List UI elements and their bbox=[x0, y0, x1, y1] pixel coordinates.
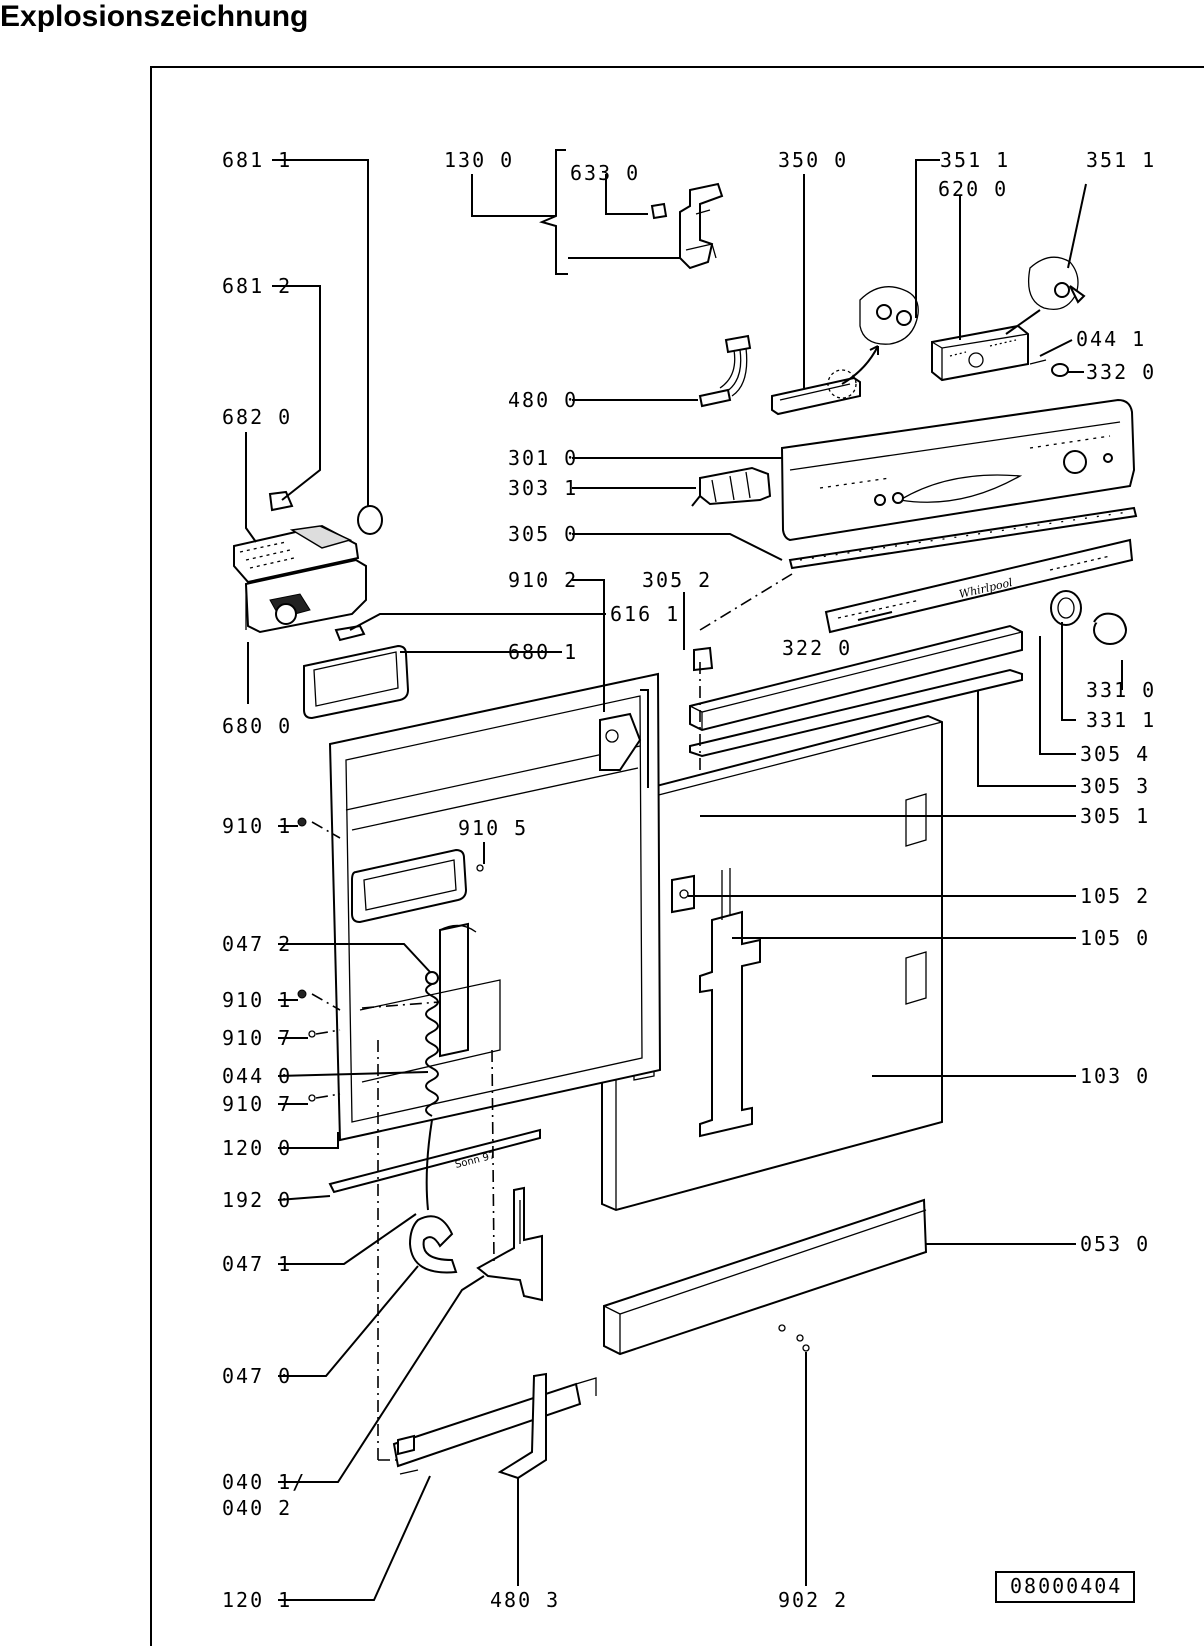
screw-910-1-b bbox=[297, 989, 307, 999]
bar-305-4 bbox=[689, 624, 1023, 732]
callout-910-7-b: 910 7 bbox=[222, 1092, 292, 1116]
drawing-frame bbox=[150, 66, 1204, 1646]
leader-lines bbox=[245, 149, 1123, 1601]
hinge-bracket-040 bbox=[476, 1186, 543, 1302]
bar-305-3 bbox=[689, 668, 1023, 758]
callout-105-2: 105 2 bbox=[1080, 884, 1150, 908]
callout-910-1-b: 910 1 bbox=[222, 988, 292, 1012]
switch-assembly-633-0 bbox=[650, 182, 724, 270]
callout-910-2: 910 2 bbox=[508, 568, 578, 592]
drawing-number: 08000404 bbox=[1010, 1574, 1122, 1598]
callout-480-3: 480 3 bbox=[490, 1588, 560, 1612]
callout-044-0: 044 0 bbox=[222, 1064, 292, 1088]
callout-620-0: 620 0 bbox=[938, 177, 1008, 201]
callout-120-1: 120 1 bbox=[222, 1588, 292, 1612]
callout-305-1: 305 1 bbox=[1080, 804, 1150, 828]
callout-305-0: 305 0 bbox=[508, 522, 578, 546]
harness-480-0 bbox=[698, 334, 752, 408]
callout-680-0: 680 0 bbox=[222, 714, 292, 738]
lower-panel-120-1 bbox=[392, 1377, 597, 1475]
screw-902-2 bbox=[796, 1334, 810, 1352]
callout-047-0: 047 0 bbox=[222, 1364, 292, 1388]
screw-910-1-a bbox=[297, 817, 307, 827]
board-350-0 bbox=[771, 345, 879, 416]
spring-044-0 bbox=[425, 971, 439, 1211]
callout-681-1: 681 1 bbox=[222, 148, 292, 172]
shaft-detail-351-1-a bbox=[859, 286, 919, 345]
callout-332-0: 332 0 bbox=[1086, 360, 1156, 384]
callout-040-2: 040 2 bbox=[222, 1496, 292, 1520]
callout-680-1: 680 1 bbox=[508, 640, 578, 664]
page-title: Explosionszeichnung bbox=[0, 0, 309, 33]
callout-192-0: 192 0 bbox=[222, 1188, 292, 1212]
shaft-detail-351-1-b bbox=[1027, 256, 1086, 311]
callout-902-2: 902 2 bbox=[778, 1588, 848, 1612]
assembly-line bbox=[361, 1001, 441, 1009]
callout-331-1: 331 1 bbox=[1086, 708, 1156, 732]
callout-681-2: 681 2 bbox=[222, 274, 292, 298]
assembly-line bbox=[699, 573, 793, 631]
callout-120-0: 120 0 bbox=[222, 1136, 292, 1160]
callout-301-0: 301 0 bbox=[508, 446, 578, 470]
shaft-arrow bbox=[1005, 309, 1041, 335]
callout-633-0: 633 0 bbox=[570, 161, 640, 185]
kick-plate-053-0 bbox=[603, 1198, 928, 1356]
callout-305-4: 305 4 bbox=[1080, 742, 1150, 766]
callout-103-0: 103 0 bbox=[1080, 1064, 1150, 1088]
callout-910-7-a: 910 7 bbox=[222, 1026, 292, 1050]
plate-616-1 bbox=[334, 624, 366, 642]
callout-053-0: 053 0 bbox=[1080, 1232, 1150, 1256]
callout-910-5: 910 5 bbox=[458, 816, 528, 840]
callout-350-0: 350 0 bbox=[778, 148, 848, 172]
callout-130-0: 130 0 bbox=[444, 148, 514, 172]
callout-322-0: 322 0 bbox=[782, 636, 852, 660]
callout-910-1-a: 910 1 bbox=[222, 814, 292, 838]
callout-047-1: 047 1 bbox=[222, 1252, 292, 1276]
callout-351-1-right: 351 1 bbox=[1086, 148, 1156, 172]
screw-910-7-b bbox=[308, 1094, 316, 1102]
handle-303-1 bbox=[691, 466, 772, 507]
callout-105-0: 105 0 bbox=[1080, 926, 1150, 950]
callout-040-1: 040 1/ bbox=[222, 1470, 306, 1494]
callout-303-1: 303 1 bbox=[508, 476, 578, 500]
callout-351-1-left: 351 1 bbox=[940, 148, 1010, 172]
callout-616-1: 616 1 bbox=[610, 602, 680, 626]
screw-910-5 bbox=[476, 864, 484, 872]
gasket-680-1 bbox=[303, 644, 410, 720]
knob-331-0 bbox=[1093, 612, 1127, 645]
drawing-number-box bbox=[995, 1571, 1135, 1603]
callout-305-2: 305 2 bbox=[642, 568, 712, 592]
callout-480-0: 480 0 bbox=[508, 388, 578, 412]
callout-331-0: 331 0 bbox=[1086, 678, 1156, 702]
rail-192-0 bbox=[328, 1128, 541, 1194]
knob-331-1 bbox=[1050, 590, 1082, 626]
inner-door-120-0 bbox=[328, 672, 662, 1142]
door-panel-103-0 bbox=[601, 714, 943, 1212]
pulley-047-0 bbox=[408, 1215, 458, 1274]
dispenser-module-682-0 bbox=[233, 524, 367, 634]
screw-910-7-a bbox=[308, 1030, 316, 1038]
callout-047-2: 047 2 bbox=[222, 932, 292, 956]
assembly-line bbox=[491, 1049, 495, 1265]
control-panel-fascia bbox=[780, 398, 1136, 542]
spring-044-1 bbox=[1029, 359, 1069, 377]
cap-681-1 bbox=[357, 505, 383, 535]
callout-044-1: 044 1 bbox=[1076, 327, 1146, 351]
callout-682-0: 682 0 bbox=[222, 405, 292, 429]
programmer-620-0 bbox=[931, 324, 1029, 382]
clip-305-2 bbox=[693, 646, 714, 672]
callout-305-3: 305 3 bbox=[1080, 774, 1150, 798]
